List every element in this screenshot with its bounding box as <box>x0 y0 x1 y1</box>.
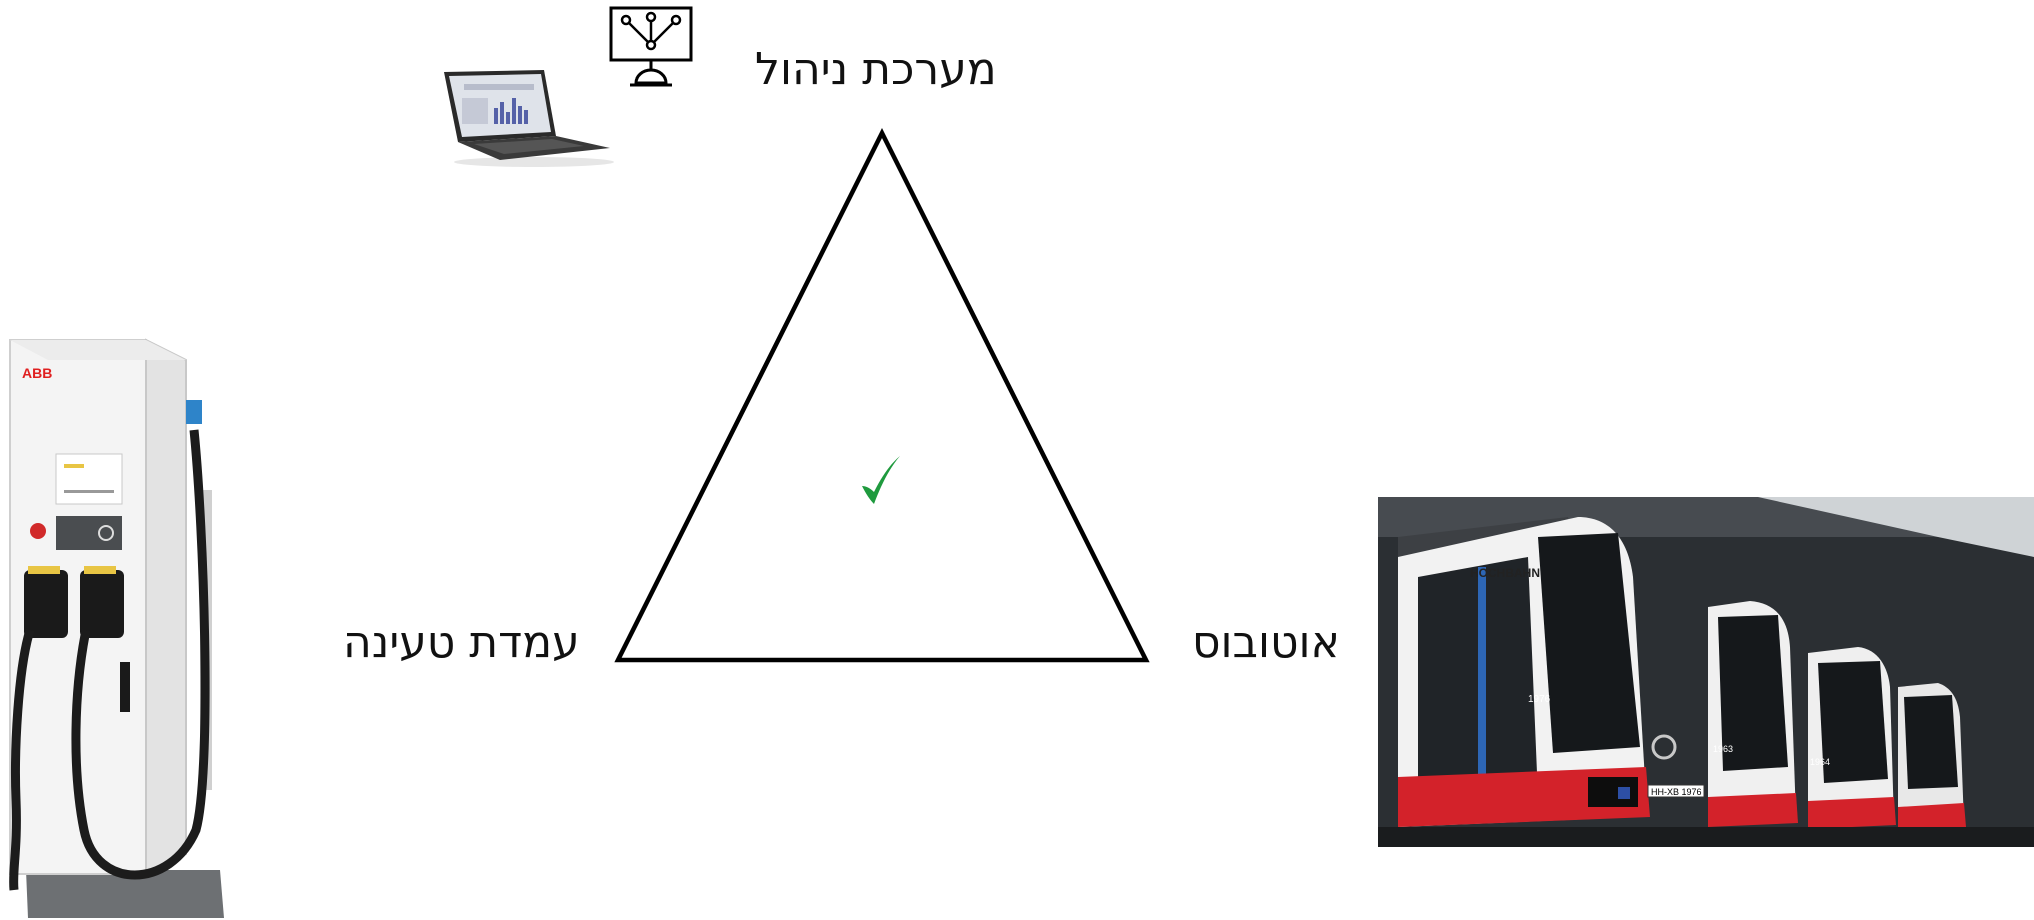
svg-text:1963: 1963 <box>1713 744 1733 754</box>
triangle <box>618 133 1146 660</box>
network-monitor-icon <box>608 5 694 87</box>
svg-text:1976: 1976 <box>1528 694 1551 705</box>
label-management-system: מערכת ניהול <box>755 48 997 92</box>
svg-text:1964: 1964 <box>1810 757 1830 767</box>
label-bus: אוטובוס <box>1192 621 1340 665</box>
bus-fleet-image: 1976 HOCHBAHN HH-XB 1976 1963 1964 <box>1378 497 2034 847</box>
label-charging-station: עמדת טעינה <box>343 621 580 665</box>
check-icon <box>858 452 904 508</box>
svg-text:ABB: ABB <box>22 365 52 381</box>
charging-station-image: ABB <box>0 330 250 920</box>
svg-text:HH-XB 1976: HH-XB 1976 <box>1651 787 1702 797</box>
laptop-icon <box>434 64 618 168</box>
svg-text:HOCHBAHN: HOCHBAHN <box>1470 566 1540 580</box>
